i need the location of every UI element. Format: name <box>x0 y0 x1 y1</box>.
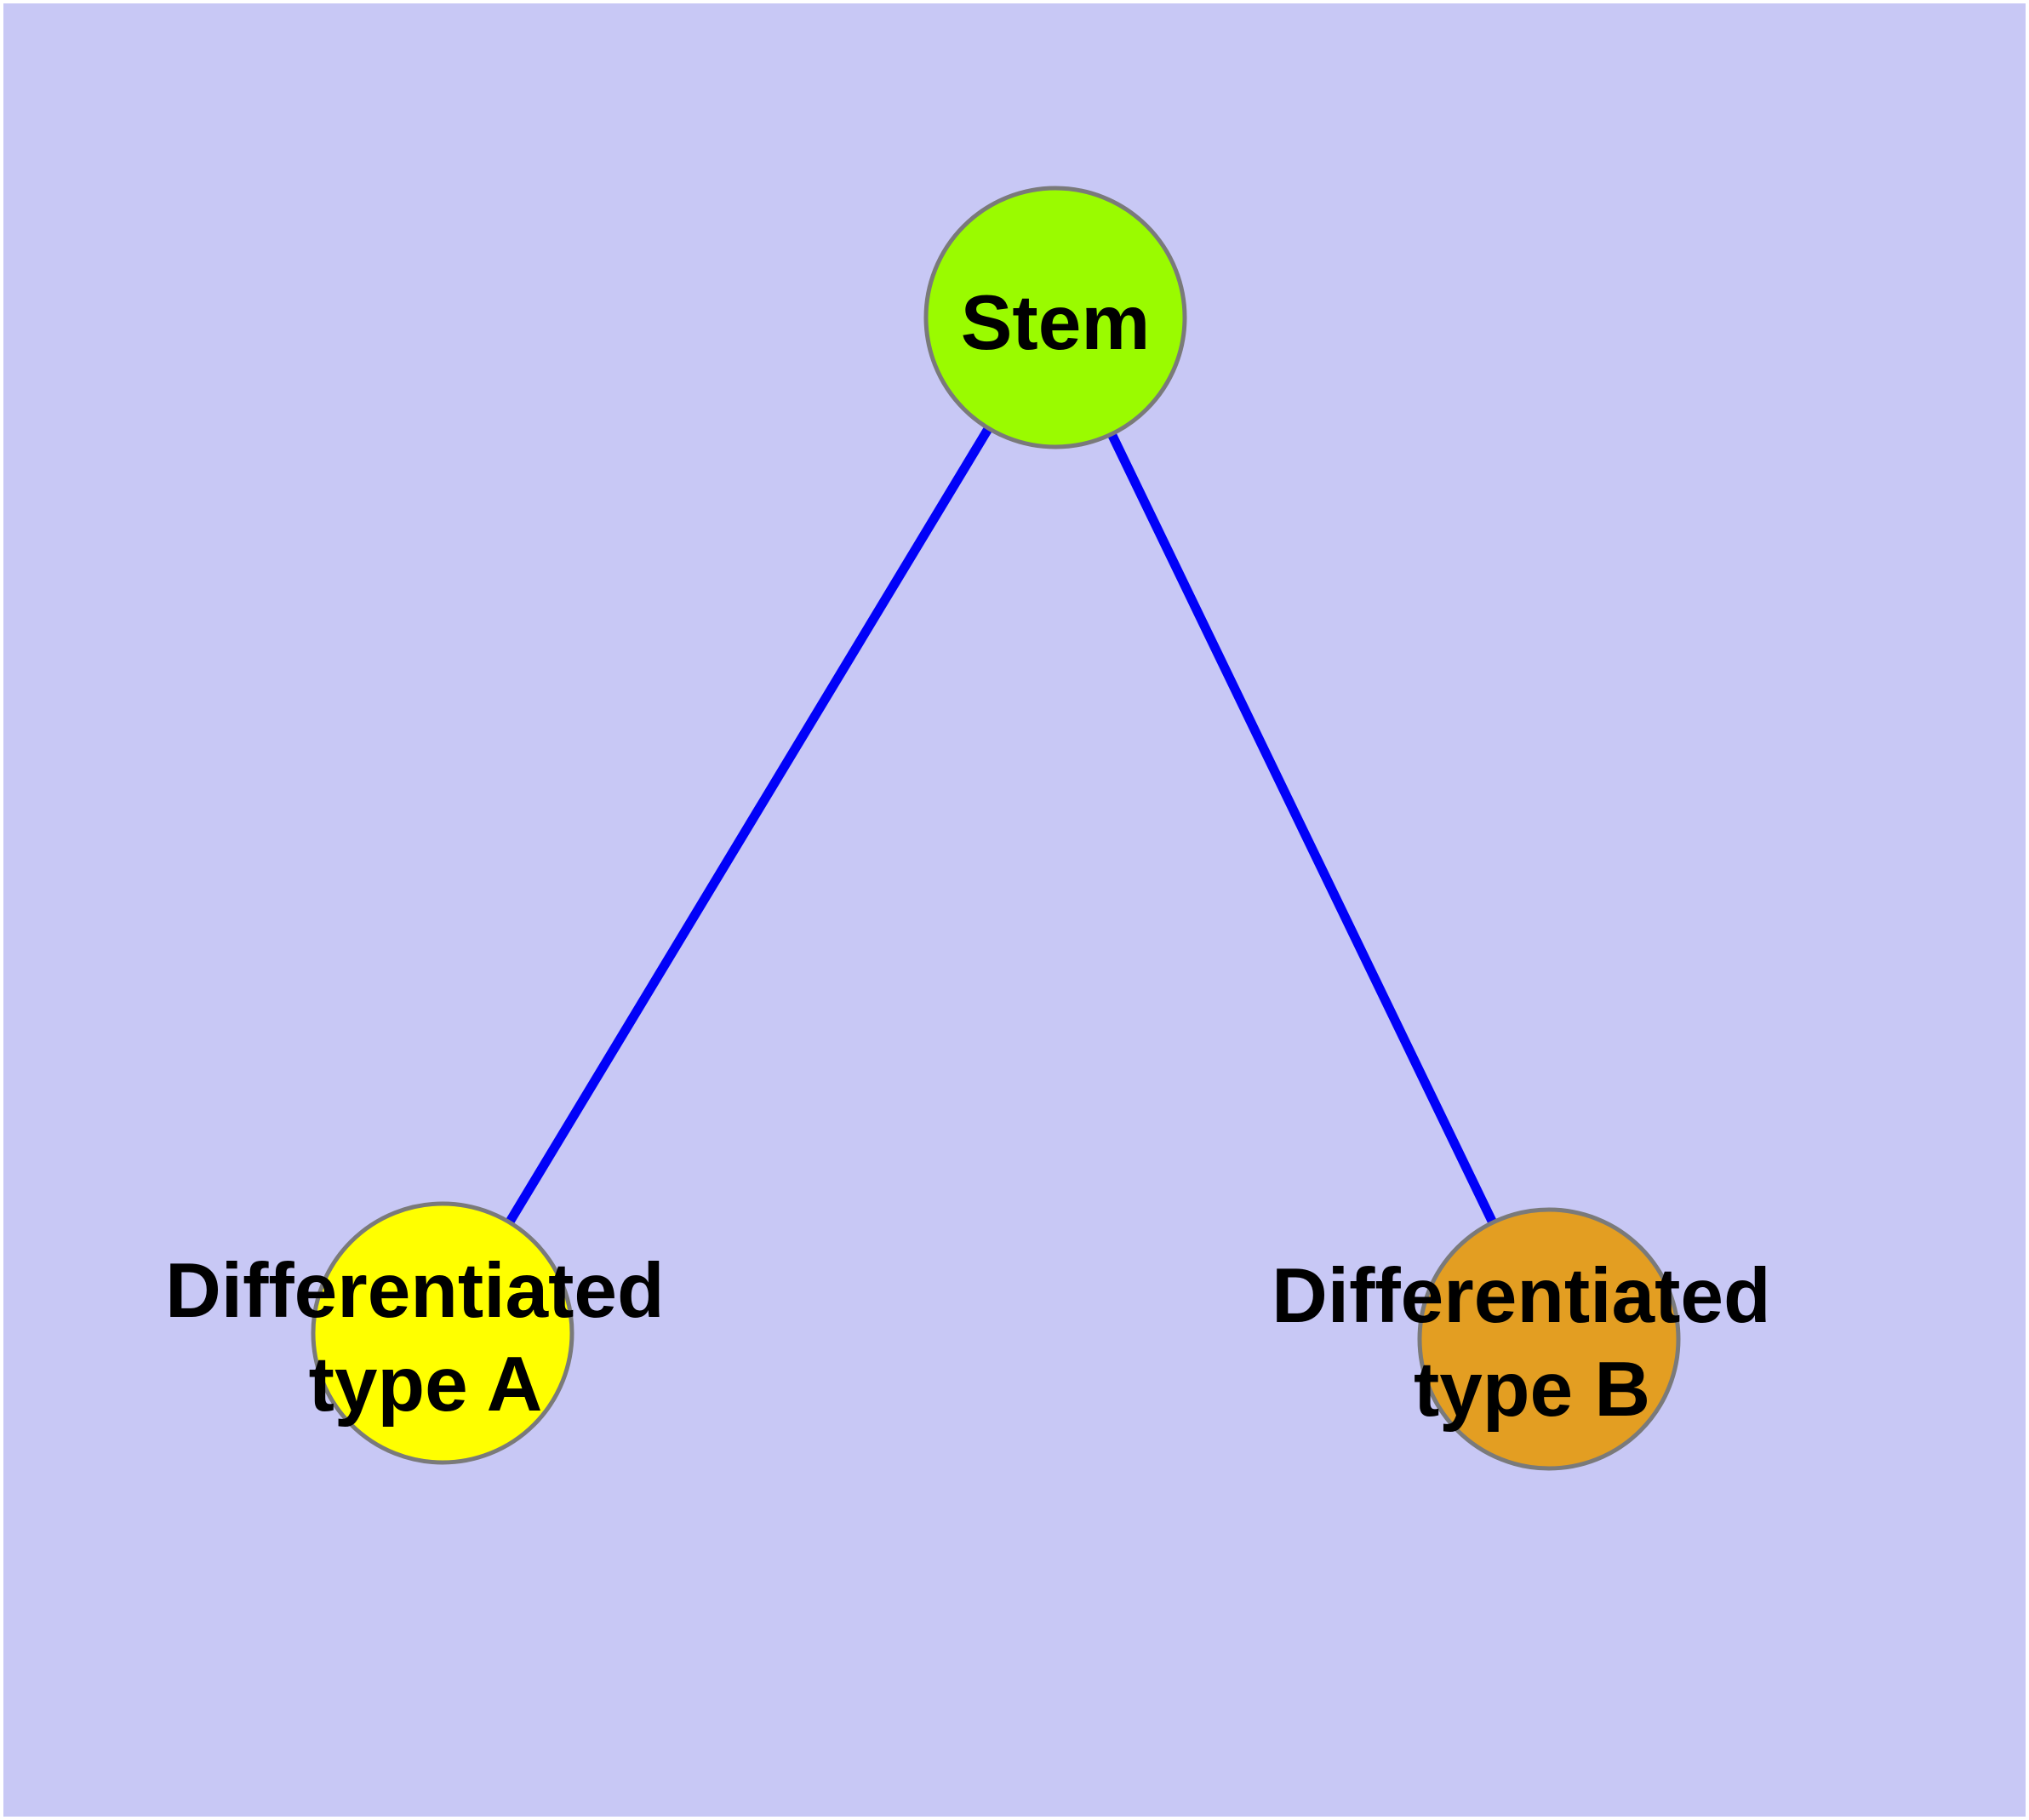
node-stem-label: Stem <box>961 280 1151 366</box>
edge-stem-to-type-b[interactable] <box>1051 315 1553 1342</box>
edge-stem-to-type-a[interactable] <box>438 315 1060 1336</box>
node-type-b-label-line1: Differentiated <box>1272 1253 1771 1339</box>
node-type-b-label: Differentiated type B <box>1272 1253 1792 1433</box>
node-type-a-label-line2: type A <box>309 1342 543 1428</box>
node-stem-circle[interactable] <box>923 186 1187 449</box>
node-type-a-circle[interactable] <box>311 1201 574 1465</box>
node-type-a-label-line1: Differentiated <box>165 1248 665 1334</box>
node-type-b-circle[interactable] <box>1417 1207 1681 1471</box>
node-type-a-label: Differentiated type A <box>165 1248 686 1428</box>
node-type-b-label-line2: type B <box>1414 1347 1650 1433</box>
